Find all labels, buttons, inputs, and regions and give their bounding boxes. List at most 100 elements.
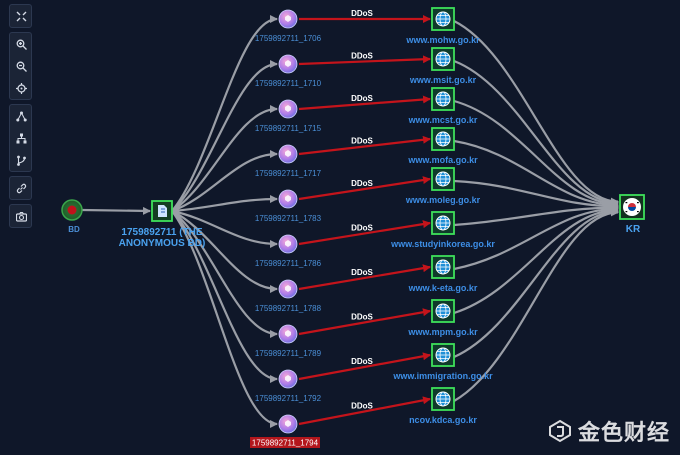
origin-node[interactable]: BD (61, 199, 83, 234)
globe-icon (435, 347, 451, 363)
domain-label: www.k-eta.go.kr (408, 283, 478, 293)
link-icon (16, 183, 27, 193)
toolbar-group-3 (9, 104, 32, 172)
server-icon (285, 240, 291, 247)
globe-parallels (436, 351, 450, 359)
ip-node[interactable]: 1759892711_1794 (250, 414, 320, 448)
domain-node[interactable]: www.studyinkorea.go.kr (390, 211, 495, 249)
toolbar-group-2 (9, 32, 32, 100)
ip-node[interactable]: 1759892711_1715 (255, 99, 322, 133)
graph-toolbar (9, 4, 32, 228)
toolbar-group-1 (9, 4, 32, 28)
globe-parallels (436, 95, 450, 103)
globe-icon (435, 11, 451, 27)
link-button[interactable] (10, 177, 33, 199)
domain-node[interactable]: www.msit.go.kr (409, 47, 477, 85)
domain-node[interactable]: ncov.kdca.go.kr (409, 387, 477, 425)
globe-icon (435, 215, 451, 231)
zoom-out-button[interactable] (10, 55, 33, 77)
trigram-3 (625, 211, 628, 213)
ip-node[interactable]: 1759892711_1717 (255, 144, 322, 178)
screenshot-button[interactable] (10, 205, 33, 227)
edge-hub-ip (171, 15, 278, 212)
edge-domain-country (453, 59, 619, 207)
edge-hub-ip (171, 210, 278, 293)
crosshair-icon (16, 82, 27, 94)
force-layout-button[interactable] (10, 105, 33, 127)
edge-hub-ip (171, 210, 278, 383)
edge-hub-ip (171, 60, 278, 212)
target-country-node[interactable]: KR (619, 194, 645, 235)
globe-icon (435, 259, 451, 275)
ip-node[interactable]: 1759892711_1792 (255, 369, 322, 403)
edge-domain-country (453, 208, 619, 402)
domain-label: www.immigration.go.kr (392, 371, 493, 381)
domain-node[interactable]: www.mcst.go.kr (408, 87, 478, 125)
target-label: KR (626, 224, 641, 235)
server-icon (285, 330, 291, 337)
server-icon (285, 150, 291, 157)
edge-domain-country (453, 206, 619, 315)
ip-node[interactable]: 1759892711_1786 (255, 234, 322, 268)
globe-icon (435, 303, 451, 319)
domain-node[interactable]: www.k-eta.go.kr (408, 255, 478, 293)
ddos-label: DDoS (351, 402, 373, 411)
center-button[interactable] (10, 77, 33, 99)
taeguk-red (628, 203, 636, 207)
watermark-text: 金色财经 (577, 421, 670, 446)
domain-label: www.mohw.go.kr (405, 35, 480, 45)
ip-node[interactable]: 1759892711_1710 (255, 54, 322, 88)
edge-hub-ip (171, 195, 278, 213)
hub-label-line1: 1759892711 (THE (121, 227, 203, 238)
edge-ddos (298, 135, 431, 156)
ip-node[interactable]: 1759892711_1789 (255, 324, 322, 358)
globe-icon (435, 171, 451, 187)
globe-parallels (436, 219, 450, 227)
edge-ddos (298, 308, 431, 336)
edge-domain-country (453, 139, 619, 210)
korea-flag-icon (623, 198, 641, 216)
domain-node[interactable]: www.mpm.go.kr (407, 299, 478, 337)
ip-label: 1759892711_1717 (255, 169, 322, 178)
ip-label: 1759892711_1786 (255, 259, 322, 268)
zoom-in-button[interactable] (10, 33, 33, 55)
ip-label: 1759892711_1706 (255, 34, 322, 43)
fit-view-button[interactable] (10, 5, 33, 27)
branch-layout-button[interactable] (10, 149, 33, 171)
tree-layout-button[interactable] (10, 127, 33, 149)
toolbar-group-4 (9, 176, 32, 200)
server-icon (285, 285, 291, 292)
server-icon (285, 60, 291, 67)
fit-icon (16, 11, 27, 21)
ip-node[interactable]: 1759892711_1783 (255, 189, 322, 223)
ddos-label: DDoS (351, 313, 373, 322)
server-icon (285, 105, 291, 112)
watermark: 金色财经 (548, 415, 670, 447)
domain-node[interactable]: www.mofa.go.kr (407, 127, 478, 165)
trigram-4 (637, 211, 639, 213)
domain-node[interactable]: www.mohw.go.kr (405, 7, 480, 45)
edge-ddos (298, 264, 431, 291)
domain-node[interactable]: www.moleg.go.kr (405, 167, 481, 205)
ip-node[interactable]: 1759892711_1788 (255, 279, 322, 313)
ip-node[interactable]: 1759892711_1706 (255, 9, 322, 43)
server-icon (285, 15, 291, 22)
globe-parallels (436, 175, 450, 183)
domain-label: www.mcst.go.kr (408, 115, 478, 125)
document-lines (161, 208, 165, 213)
ip-label: 1759892711_1783 (255, 214, 322, 223)
edge-ddos (298, 396, 431, 426)
ip-label: 1759892711_1788 (255, 304, 322, 313)
ddos-label: DDoS (351, 52, 373, 61)
ddos-label: DDoS (351, 357, 373, 366)
taeguk-blue (628, 207, 636, 211)
ip-label: 1759892711_1792 (255, 394, 322, 403)
edge-domain-country (453, 204, 619, 271)
edge-ddos (298, 55, 431, 66)
edge-domain-country (453, 99, 619, 208)
ddos-label: DDoS (351, 9, 373, 18)
bangladesh-flag-icon (67, 205, 77, 215)
domain-node[interactable]: www.immigration.go.kr (392, 343, 493, 381)
edge-hub-ip (171, 210, 278, 338)
